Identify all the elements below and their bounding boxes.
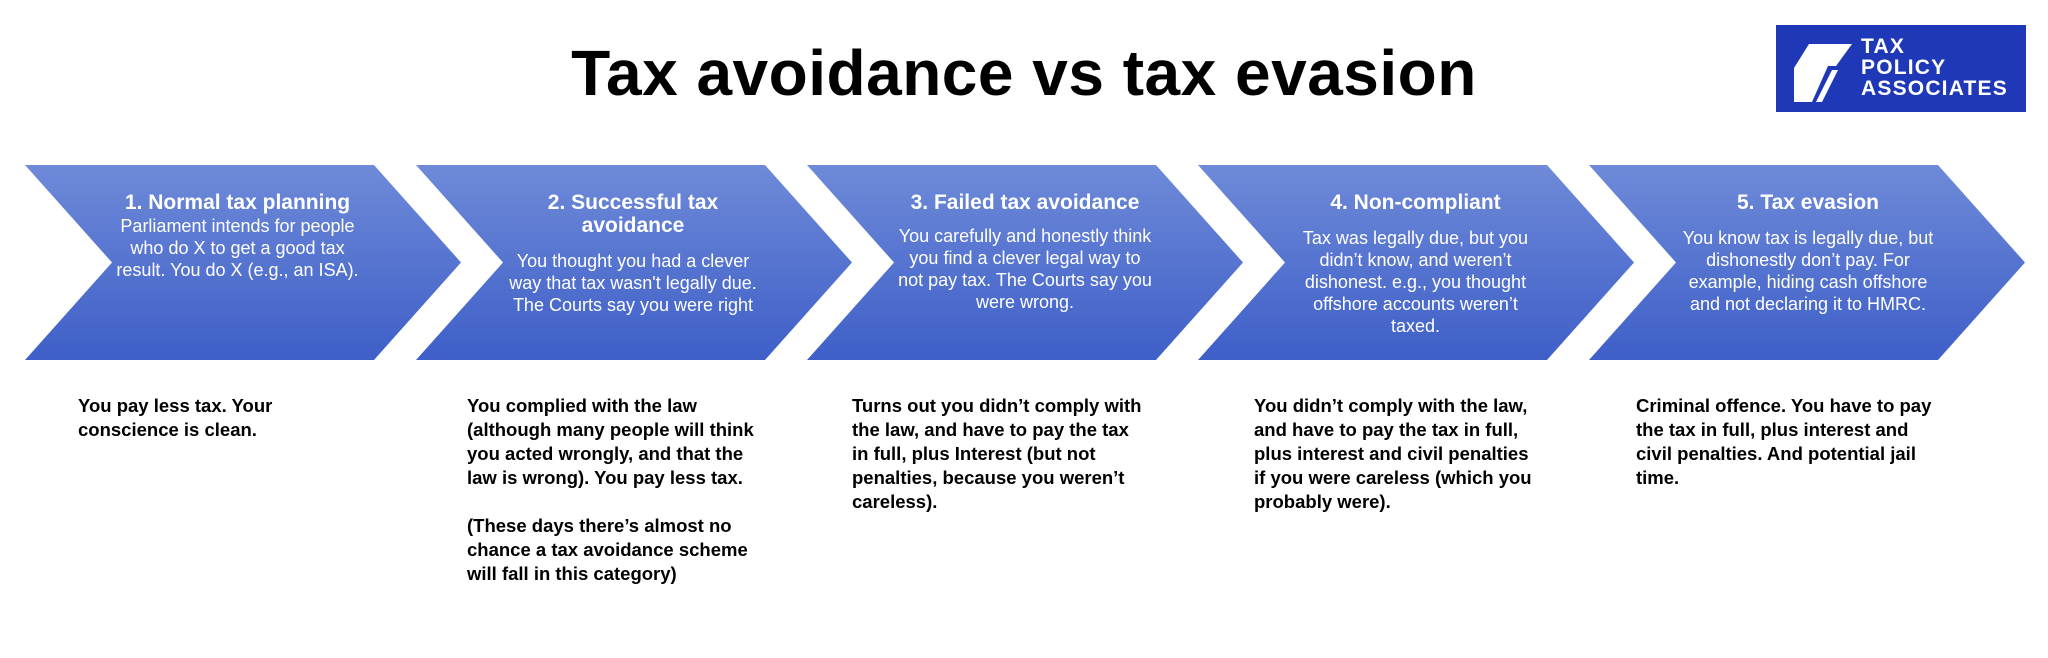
logo-wordmark: TAX POLICY ASSOCIATES [1861,36,2021,99]
step-description: Parliament intends for people who do X t… [116,216,359,280]
logo-line-1: TAX [1861,35,1906,58]
step-description: You know tax is legally due, but dishone… [1682,228,1934,314]
consequence-note: (These days there’s almost no chance a t… [467,515,748,584]
step-consequence-3: Turns out you didn’t comply with the law… [852,394,1142,514]
step-title: 2. Successful tax avoidance [547,191,719,237]
chevron-arrow-shape [25,165,461,360]
step-consequence-2: You complied with the law (although many… [467,394,757,586]
step-title: 5. Tax evasion [1736,191,1880,214]
chevron-arrow-shape [1198,165,1634,360]
page-title: Tax avoidance vs tax evasion [571,37,1477,109]
consequence-text: You pay less tax. Your conscience is cle… [78,395,273,440]
consequence-text: Criminal offence. You have to pay the ta… [1636,395,1932,488]
step-arrow-2: 2. Successful tax avoidance You thought … [416,165,852,360]
chevron-arrow-shape [416,165,852,360]
step-consequence-4: You didn’t comply with the law, and have… [1254,394,1544,514]
step-consequence-1: You pay less tax. Your conscience is cle… [78,394,328,442]
consequence-text: Turns out you didn’t comply with the law… [852,395,1142,512]
step-description: You carefully and honestly think you fin… [898,226,1152,312]
chevron-arrow-shape [1589,165,2025,360]
step-description: You thought you had a clever way that ta… [509,251,757,315]
consequence-text: You complied with the law (although many… [467,395,754,488]
step-arrow-5: 5. Tax evasion You know tax is legally d… [1589,165,2025,360]
step-title: 4. Non-compliant [1330,191,1501,214]
consequence-text: You didn’t comply with the law, and have… [1254,395,1532,512]
logo-line-2: POLICY [1861,56,1947,79]
step-title: 3. Failed tax avoidance [910,191,1140,214]
step-arrow-4: 4. Non-compliant Tax was legally due, bu… [1198,165,1634,360]
tax-policy-associates-mark-icon [1794,44,1852,102]
tax-policy-associates-logo[interactable]: TAX POLICY ASSOCIATES [1776,25,2026,112]
step-arrow-3: 3. Failed tax avoidance You carefully an… [807,165,1243,360]
step-title: 1. Normal tax planning [124,191,351,214]
chevron-arrow-shape [807,165,1243,360]
step-consequence-5: Criminal offence. You have to pay the ta… [1636,394,1936,490]
step-arrow-1: 1. Normal tax planning Parliament intend… [25,165,461,360]
logo-line-3: ASSOCIATES [1861,77,2008,100]
step-description: Tax was legally due, but you didn’t know… [1302,228,1529,336]
